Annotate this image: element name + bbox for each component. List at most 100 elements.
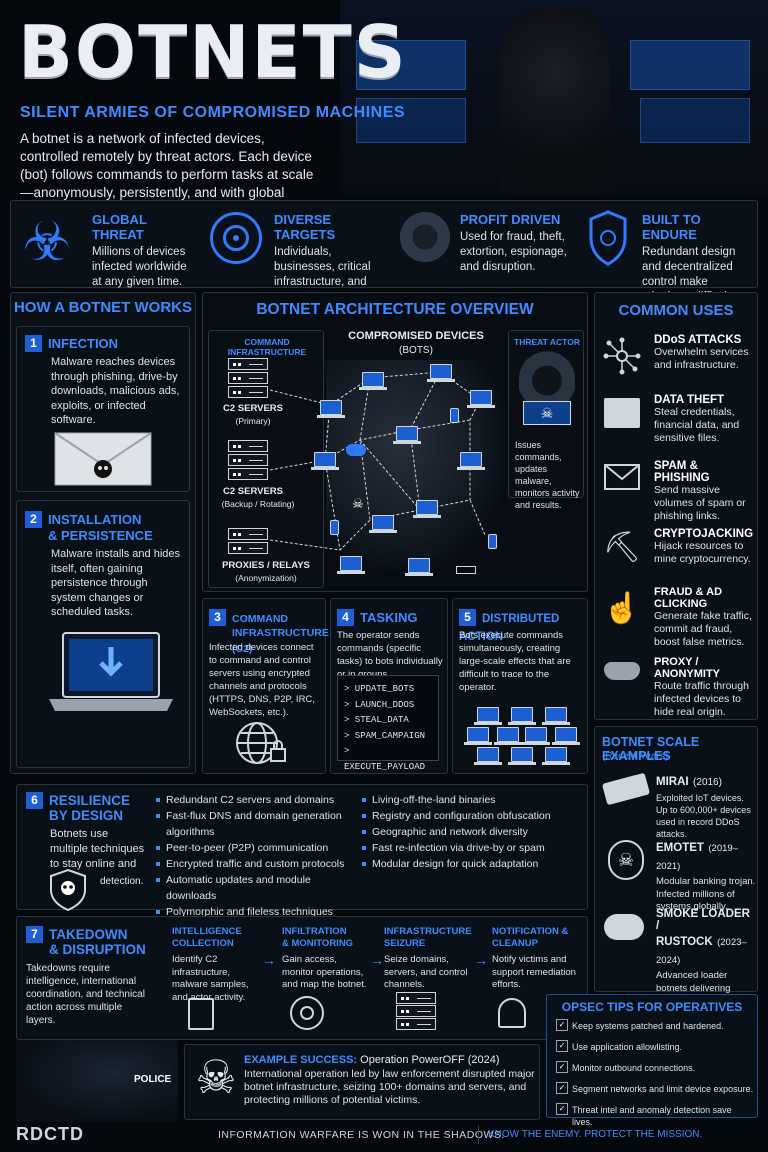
step-number: 4 [337,609,354,626]
opsec-item: Keep systems patched and hardened. [556,1019,754,1032]
tk-title-2: SEIZURE [384,938,426,949]
proxies-label: PROXIES / RELAYS [222,560,310,571]
success-desc: International operation led by law enfor… [244,1068,535,1106]
cloud-icon [346,444,366,456]
server-icon [228,542,268,554]
tk-title-2: COLLECTION [172,938,234,949]
camera-icon [601,772,651,806]
opsec-item: Threat intel and anomaly detection save … [556,1103,754,1128]
feature-desc: Used for fraud, theft, extortion, espion… [460,231,567,273]
resilience-item: Registry and configuration obfuscation [362,808,584,824]
tk-desc: Notify victims and support remediation e… [492,954,576,990]
click-hand-icon: ☝ [603,591,641,625]
use-title: FRAUD & AD CLICKING [654,586,723,610]
page-subtitle: SILENT ARMIES OF COMPROMISED MACHINES [20,104,406,121]
opsec-item: Segment networks and limit device exposu… [556,1082,754,1095]
tk-title: INFILTRATION [282,926,347,937]
tk-title: INTELLIGENCE [172,926,242,937]
feature-diverse-targets: DIVERSE TARGETS Individuals, businesses,… [206,208,386,303]
bot-laptop [467,390,495,408]
opsec-item: Use application allowlisting. [556,1040,754,1053]
takedown-step-seizure: INFRASTRUCTURE SEIZURE Seize domains, se… [384,926,480,992]
server-icon [228,386,268,398]
use-desc: Steal credentials, financial data, and s… [654,406,740,444]
resilience-item: Modular design for quick adaptation [362,856,584,872]
feature-built-to-endure: BUILT TO ENDURE Redundant design and dec… [586,208,756,303]
tk-desc: Identify C2 infrastructure, malware samp… [172,954,249,1003]
bot-phone [450,408,459,423]
bot-laptop [457,452,485,470]
server-icon [228,468,268,480]
feature-title: DIVERSE TARGETS [274,212,336,242]
bot-laptop [413,500,441,518]
scale-examples-panel [594,726,758,992]
resilience-list-2: Living-off-the-land binaries Registry an… [362,792,584,872]
how-heading: HOW A BOTNET WORKS [13,299,193,316]
step-number: 1 [25,335,42,352]
globe-lock-icon [233,719,289,767]
step-number: 3 [209,609,226,626]
step-title-2: & DISRUPTION [49,942,146,957]
tk-title-2: CLEANUP [492,938,538,949]
arrow-icon: → [262,952,276,968]
c2-primary-sub: (Primary) [235,416,271,426]
feature-profit-driven: PROFIT DRIVEN Used for fraud, theft, ext… [396,208,576,280]
shield-skull-icon [48,868,88,912]
server-icon [228,528,268,540]
use-desc: Generate fake traffic, commit ad fraud, … [654,610,752,648]
devices-label: COMPROMISED DEVICES [348,330,484,342]
use-title: CRYPTOJACKING [654,528,754,540]
cmd-infra-label: COMMAND INFRASTRUCTURE [227,337,307,357]
resilience-item: Polymorphic and fileless techniques [156,904,356,920]
feature-title: BUILT TO ENDURE [642,212,701,242]
step-title: DISTRIBUTED ACTION [459,613,560,643]
actor-desc: Issues commands, updates malware, monito… [515,440,580,510]
use-title: PROXY / ANONYMITY [654,656,720,680]
bot-laptop [427,364,455,382]
scale-desc: Modular banking trojan. Infected million… [656,876,756,912]
feature-desc: Millions of devices infected worldwide a… [92,246,187,288]
server-icon [228,454,268,466]
tk-desc: Gain access, monitor operations, and map… [282,954,367,990]
tk-desc: Seize domains, servers, and control chan… [384,954,468,990]
step-desc: Malware installs and hides itself, often… [51,548,181,618]
step-title-2: & PERSISTENCE [48,528,153,543]
resilience-item: Encrypted traffic and custom protocols [156,856,356,872]
command-line: > SPAM_CAMPAIGN [344,730,426,741]
step-title-2: BY DESIGN [49,808,124,823]
scale-sub: (Recent Years) [602,751,669,762]
page-title: BOTNETS [18,10,408,94]
use-desc: Route traffic through infected devices t… [654,680,749,718]
feature-strip [10,200,758,288]
arrow-icon: → [370,952,384,968]
uses-heading: COMMON USES [618,302,734,319]
command-line: > STEAL_DATA [344,715,409,725]
step-title: INSTALLATION [48,512,142,527]
step-number: 5 [459,609,476,626]
scale-year: (2019–2021) [656,843,738,872]
scale-heading: BOTNET SCALE EXAMPLES [602,735,700,763]
pickaxe-coin-icon: ⛏ [602,530,642,564]
scale-title: SMOKE LOADER / [656,908,750,932]
opsec-item: Monitor outbound connections. [556,1061,754,1074]
laptop-download-icon [43,629,179,719]
opsec-heading: OPSEC TIPS FOR OPERATIVES [561,1000,743,1014]
arrow-icon: → [474,952,488,968]
bug-skull-icon: ☠ [608,840,644,880]
bot-laptop [317,400,345,418]
server-icon [228,440,268,452]
resilience-item: Peer-to-peer (P2P) communication [156,840,356,856]
proxies-sub: (Anonymization) [235,573,297,583]
scale-smoke-loader: SMOKE LOADER / RUSTOCK (2023–2024) Advan… [600,906,756,1019]
step-title: INFECTION [48,336,119,351]
mask-icon [604,662,640,680]
actor-laptop-icon: ☠ [523,401,571,425]
resilience-panel [16,784,588,910]
biohazard-icon: ☣ [22,211,72,272]
feature-global-threat: ☣ GLOBAL THREAT Millions of devices infe… [18,208,198,289]
